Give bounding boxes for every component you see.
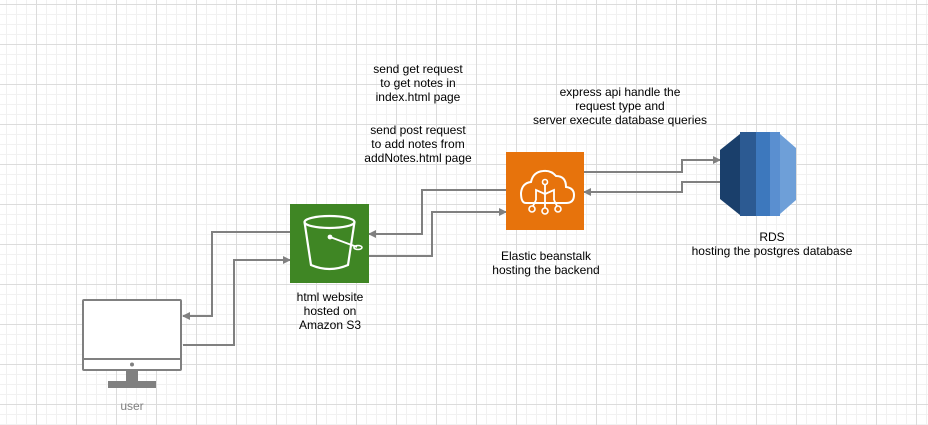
express-api-annotation: express api handle the request type and …	[520, 85, 720, 127]
rds-label: RDS hosting the postgres database	[680, 230, 864, 258]
user-label: user	[120, 399, 144, 413]
monitor-icon	[82, 299, 182, 388]
rds-label-line-2: hosting the postgres database	[691, 244, 853, 258]
connector-s3-to-user	[182, 231, 290, 320]
express-api-line-3: server execute database queries	[532, 113, 708, 127]
s3-label-line-1: html website	[296, 290, 364, 304]
rds-label-line-1: RDS	[759, 230, 785, 244]
connector-beanstalk-to-rds	[584, 156, 721, 173]
connector-rds-to-beanstalk	[583, 181, 720, 196]
connector-s3-to-beanstalk	[369, 208, 507, 257]
post-request-line-1: send post request	[370, 123, 466, 137]
s3-label-line-3: Amazon S3	[298, 318, 362, 332]
s3-label: html website hosted on Amazon S3	[268, 290, 392, 332]
get-request-line-2: to get notes in	[380, 76, 456, 90]
express-api-line-1: express api handle the	[559, 85, 681, 99]
connector-beanstalk-to-s3	[368, 189, 506, 238]
post-request-line-3: addNotes.html page	[364, 151, 472, 165]
get-request-line-1: send get request	[373, 62, 463, 76]
s3-label-line-2: hosted on	[303, 304, 357, 318]
post-request-annotation: send post request to add notes from addN…	[352, 123, 484, 165]
beanstalk-label-line-1: Elastic beanstalk	[500, 249, 592, 263]
post-request-line-2: to add notes from	[371, 137, 465, 151]
connector-user-to-s3	[183, 256, 291, 346]
express-api-line-2: request type and	[575, 99, 665, 113]
beanstalk-label-line-2: hosting the backend	[492, 263, 600, 277]
s3-bucket-icon	[290, 204, 369, 283]
get-request-line-3: index.html page	[375, 90, 461, 104]
rds-database-icon	[720, 132, 796, 216]
beanstalk-label: Elastic beanstalk hosting the backend	[476, 249, 616, 277]
elastic-beanstalk-icon	[506, 152, 584, 230]
get-request-annotation: send get request to get notes in index.h…	[358, 62, 478, 104]
